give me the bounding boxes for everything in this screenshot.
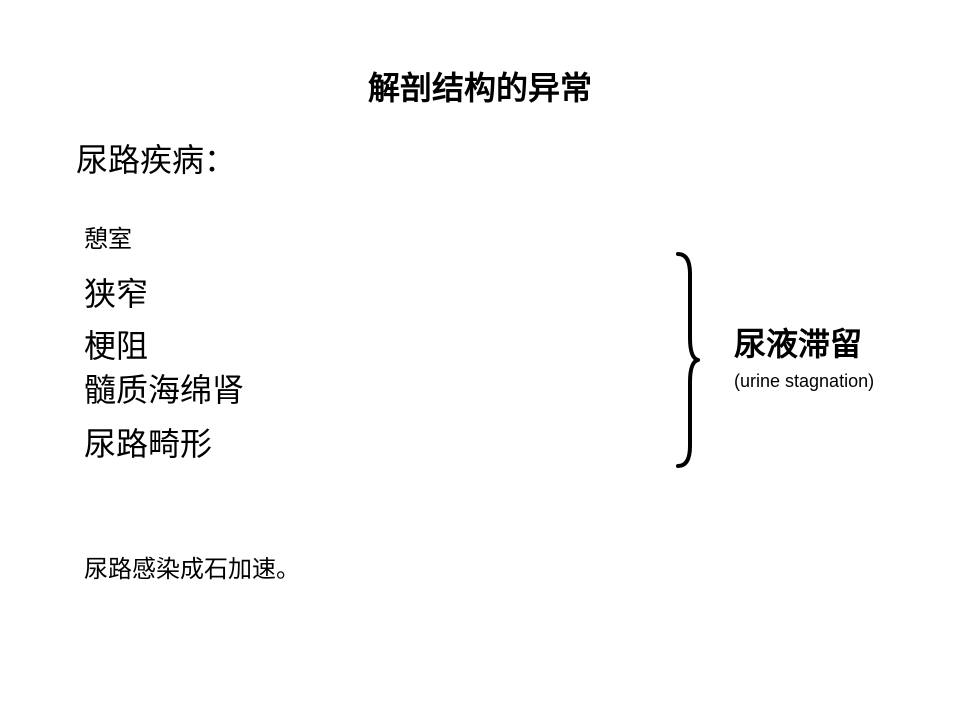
slide-title: 解剖结构的异常 — [367, 69, 592, 107]
right-brace-icon — [676, 252, 700, 468]
list-item: 憩室 — [84, 225, 132, 253]
list-item: 髓质海绵肾 — [84, 371, 245, 409]
list-item: 梗阻 — [84, 327, 149, 365]
list-item: 尿路畸形 — [84, 425, 213, 463]
result-subtitle: (urine stagnation) — [734, 371, 875, 391]
footer-note: 尿路感染成石加速。 — [84, 555, 300, 583]
result-label: 尿液滞留 — [734, 325, 863, 363]
list-item: 狭窄 — [84, 275, 149, 313]
section-heading: 尿路疾病： — [76, 141, 237, 179]
